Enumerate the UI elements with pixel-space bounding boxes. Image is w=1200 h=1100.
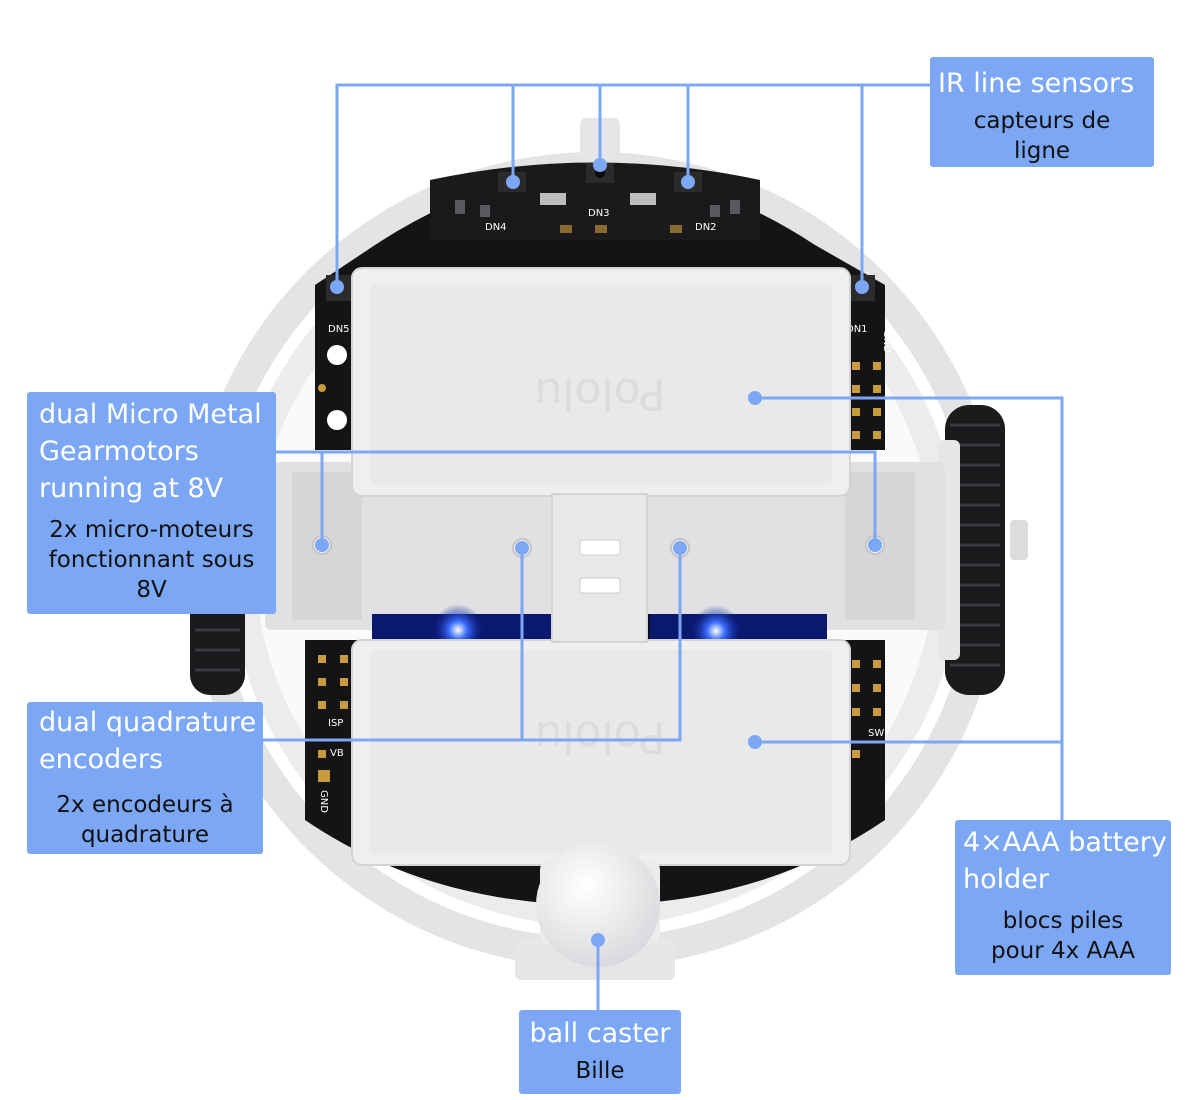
label-encoders: dual quadrature encoders 2x encodeurs à … bbox=[27, 702, 263, 854]
marking-dn5: DN5 bbox=[328, 324, 350, 335]
label-ball-caster-en: ball caster bbox=[529, 1018, 671, 1049]
marking-gnd-top: GND bbox=[881, 330, 892, 353]
marking-gnd-bottom: GND bbox=[318, 790, 329, 813]
label-encoders-fr-2: quadrature bbox=[80, 822, 210, 848]
mount-hole bbox=[327, 345, 347, 365]
header-pins-left bbox=[318, 384, 348, 782]
marking-dn2: DN2 bbox=[695, 222, 717, 233]
label-ball-caster: ball caster Bille bbox=[519, 1010, 681, 1094]
header-pins-right bbox=[852, 362, 881, 758]
ball-caster bbox=[536, 843, 660, 967]
label-battery-fr-2: pour 4x AAA bbox=[990, 938, 1136, 964]
label-ir-sensors: IR line sensors capteurs de ligne bbox=[930, 57, 1154, 167]
label-ball-caster-fr: Bille bbox=[575, 1058, 625, 1084]
marking-dn3: DN3 bbox=[588, 208, 610, 219]
label-gearmotors-fr-3: 8V bbox=[136, 577, 167, 603]
leader-dots bbox=[315, 158, 882, 947]
battery-holder: Pololu Pololu bbox=[351, 267, 851, 866]
brand-emboss-bottom: Pololu bbox=[534, 711, 665, 762]
label-gearmotors-fr-2: fonctionnant sous bbox=[48, 547, 255, 573]
label-gearmotors: dual Micro Metal Gearmotors running at 8… bbox=[27, 392, 276, 614]
label-battery-en-2: holder bbox=[963, 864, 1049, 895]
mount-hole bbox=[327, 410, 347, 430]
marking-dn1: DN1 bbox=[846, 324, 868, 335]
label-battery-fr-1: blocs piles bbox=[1002, 908, 1124, 934]
label-battery-en-1: 4×AAA battery bbox=[963, 827, 1167, 858]
wheel-right bbox=[938, 405, 1028, 695]
label-gearmotors-en-1: dual Micro Metal bbox=[39, 399, 262, 430]
label-gearmotors-en-2: Gearmotors bbox=[39, 436, 199, 467]
brand-emboss-top: Pololu bbox=[534, 368, 665, 419]
label-ir-sensors-fr: capteurs de ligne bbox=[973, 108, 1111, 164]
label-gearmotors-fr-1: 2x micro-moteurs bbox=[49, 517, 254, 543]
label-encoders-en-1: dual quadrature bbox=[39, 707, 257, 738]
marking-sw: SW bbox=[868, 728, 884, 739]
marking-isp: ISP bbox=[328, 718, 343, 729]
marking-vb: VB bbox=[330, 748, 344, 759]
label-gearmotors-en-3: running at 8V bbox=[39, 473, 224, 504]
marking-dn4: DN4 bbox=[485, 222, 507, 233]
label-ir-sensors-en: IR line sensors bbox=[938, 68, 1135, 99]
leader-lines bbox=[262, 83, 1064, 1010]
label-encoders-fr-1: 2x encodeurs à bbox=[56, 792, 234, 818]
label-battery-holder: 4×AAA battery holder blocs piles pour 4x… bbox=[955, 820, 1171, 975]
label-encoders-en-2: encoders bbox=[39, 744, 164, 775]
